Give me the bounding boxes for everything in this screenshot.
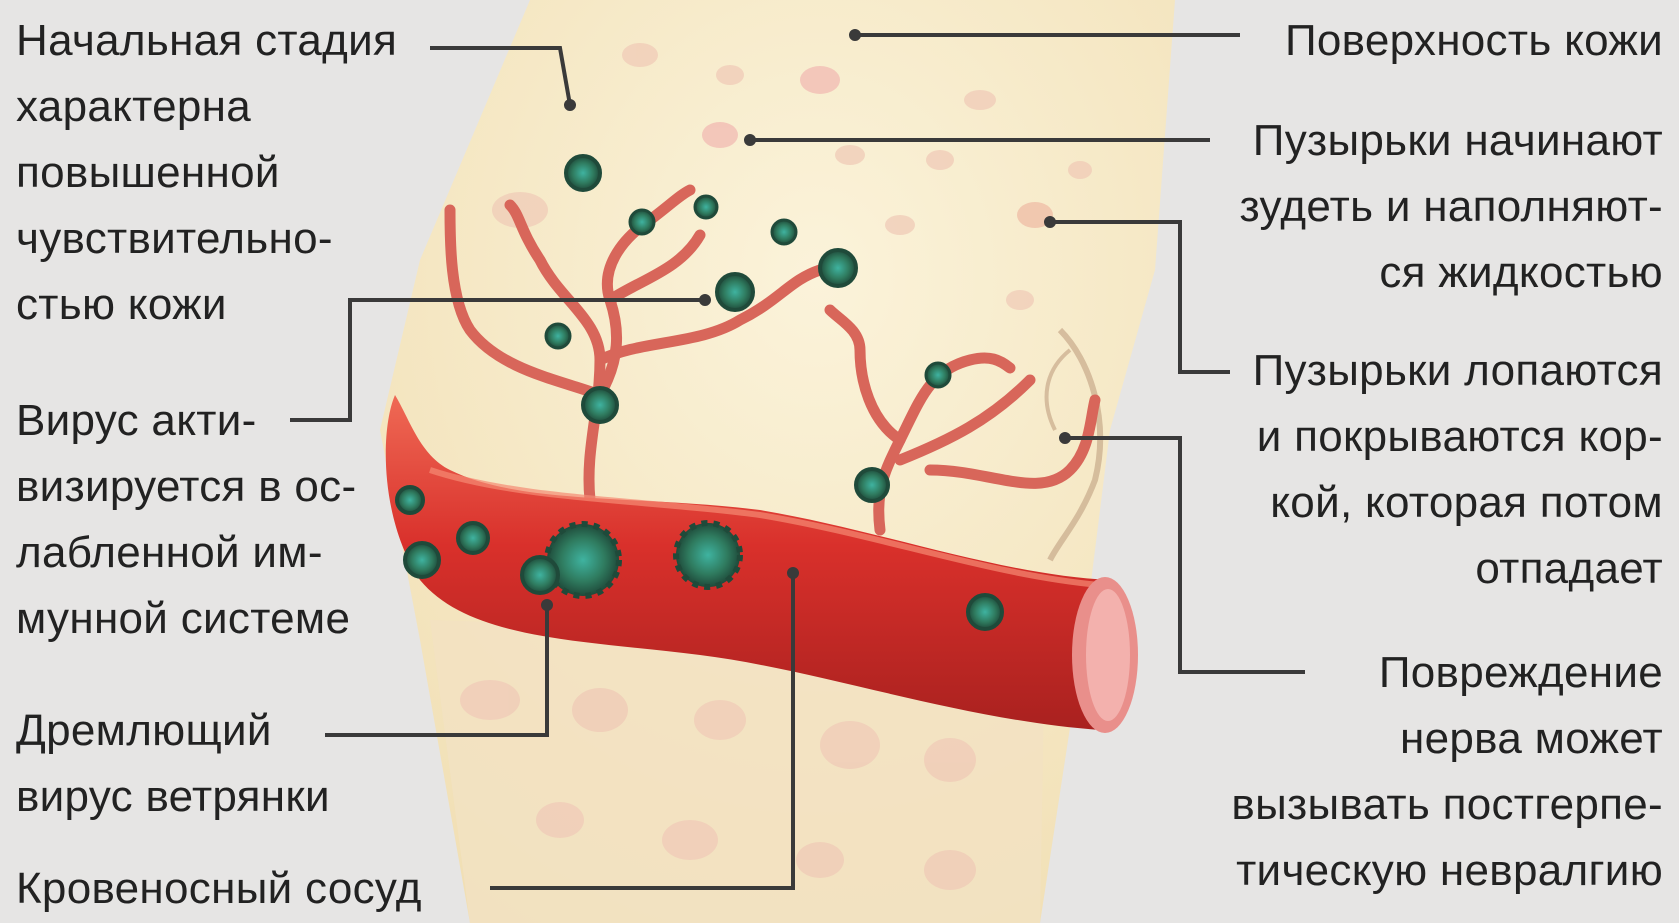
- virus-particle: [546, 324, 570, 348]
- virus-particle: [522, 557, 558, 593]
- virus-particle: [968, 595, 1002, 629]
- virus-particle: [583, 388, 617, 422]
- virus-particle: [458, 523, 488, 553]
- virus-particle: [405, 543, 439, 577]
- label-skin-surface: Поверхность кожи: [1285, 8, 1663, 74]
- label-initial-stage: Начальная стадия характерна повышенной ч…: [16, 8, 397, 338]
- label-nerve-damage: Повреждение нерва может вызывать постгер…: [1231, 640, 1663, 904]
- virus-particle: [397, 487, 423, 513]
- virus-particle: [926, 363, 950, 387]
- virus-particle: [630, 210, 654, 234]
- virus-particle: [772, 220, 796, 244]
- virus-particle: [717, 274, 753, 310]
- label-dormant-virus: Дремлющий вирус ветрянки: [16, 698, 330, 830]
- label-blisters-itch: Пузырьки начинают зудеть и наполняют- ся…: [1240, 108, 1663, 306]
- virus-particle: [676, 523, 740, 587]
- virus-particle: [566, 156, 600, 190]
- virus-particle: [856, 469, 888, 501]
- label-blisters-burst: Пузырьки лопаются и покрываются кор- кой…: [1253, 338, 1663, 602]
- virus-particle: [547, 524, 619, 596]
- virus-particle: [695, 196, 717, 218]
- virus-particle: [820, 250, 856, 286]
- label-blood-vessel: Кровеносный сосуд: [16, 856, 422, 922]
- label-virus-activates: Вирус акти- визируется в ос- лабленной и…: [16, 388, 356, 652]
